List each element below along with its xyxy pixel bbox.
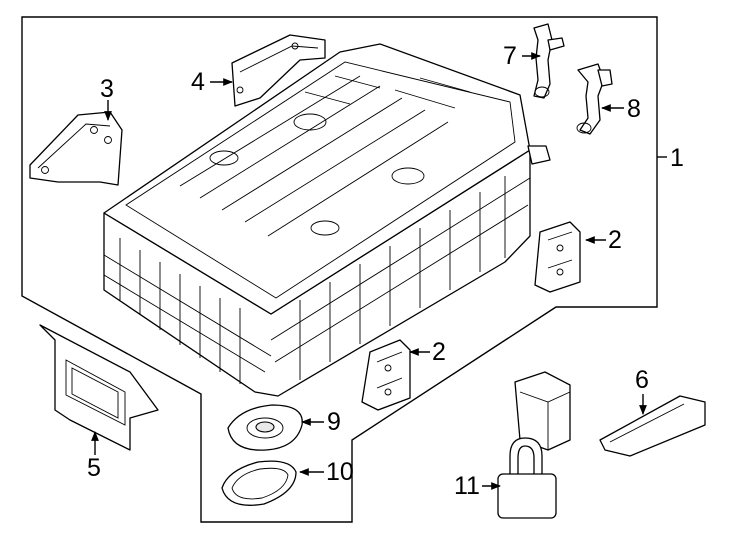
gasket-part-10 (221, 460, 297, 506)
callout-4: 4 (191, 68, 205, 96)
callout-2-upper: 2 (608, 226, 622, 254)
callout-3: 3 (100, 75, 114, 103)
battery-pack (103, 43, 551, 397)
bracket-part-2-upper (534, 221, 581, 293)
callout-6: 6 (635, 366, 649, 394)
assembly-boundary (21, 16, 658, 523)
callout-11: 11 (454, 472, 480, 500)
callout-1: 1 (670, 144, 684, 172)
callout-2-lower: 2 (432, 338, 446, 366)
callout-9: 9 (327, 408, 341, 436)
plate-part-5 (39, 324, 159, 451)
mount-bracket-part-3 (29, 111, 123, 186)
shield-part-6 (599, 395, 706, 457)
callout-8: 8 (627, 95, 641, 123)
callout-10: 10 (326, 458, 354, 486)
leader-lines (91, 52, 667, 490)
service-plug-part-11 (497, 371, 571, 519)
bracket-part-4 (231, 34, 326, 107)
hose-part-8 (576, 63, 613, 135)
hose-part-7 (533, 23, 565, 99)
callout-5: 5 (87, 454, 101, 482)
bracket-part-2-lower (361, 339, 411, 411)
callout-7: 7 (503, 42, 517, 70)
cover-part-9 (227, 404, 303, 451)
